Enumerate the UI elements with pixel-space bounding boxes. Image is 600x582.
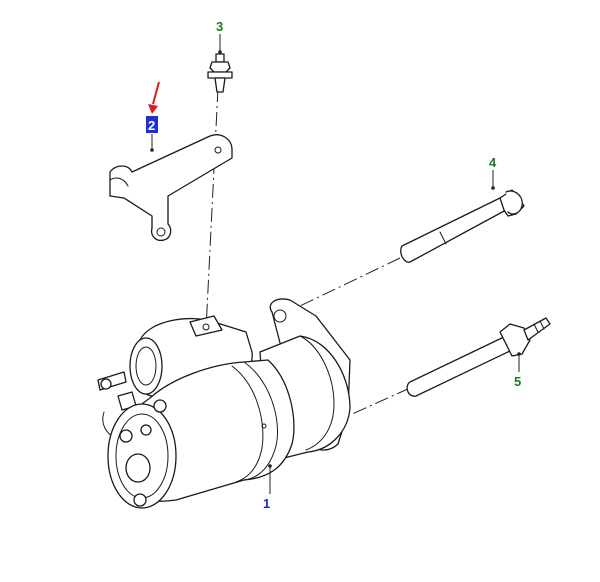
stud-part-5[interactable] bbox=[406, 317, 551, 397]
callout-label-1[interactable]: 1 bbox=[263, 496, 270, 511]
bolt-part-4[interactable] bbox=[400, 189, 525, 263]
axis-bolt-4 bbox=[299, 257, 401, 307]
bolt-part-3[interactable] bbox=[207, 53, 233, 93]
callout-label-3[interactable]: 3 bbox=[216, 19, 223, 34]
callout-label-4[interactable]: 4 bbox=[489, 155, 497, 170]
bracket-part-2[interactable] bbox=[109, 134, 233, 242]
red-arrow-icon bbox=[148, 81, 160, 114]
axis-bolt-3 bbox=[205, 87, 219, 331]
callout-label-2[interactable]: 2 bbox=[148, 118, 155, 133]
callout-label-5[interactable]: 5 bbox=[514, 374, 521, 389]
starter-motor-part-1[interactable] bbox=[97, 298, 351, 509]
callout-2-highlight bbox=[146, 116, 158, 133]
axis-bolt-5 bbox=[349, 387, 411, 416]
